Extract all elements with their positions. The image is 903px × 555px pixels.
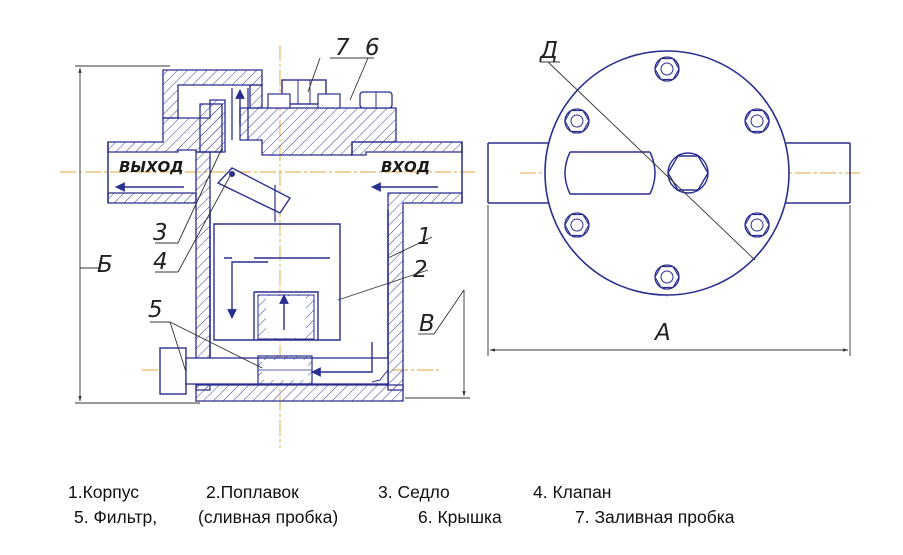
seat-channel <box>199 88 249 153</box>
bolt-nut <box>744 108 770 134</box>
detail-d-leader <box>540 61 756 261</box>
bolt-core <box>750 218 764 232</box>
dimension-b <box>75 65 200 404</box>
dimension-b-label: Б <box>97 252 113 278</box>
dimension-v-label: В <box>419 311 435 337</box>
outlet-label: ВЫХОД <box>119 158 184 176</box>
legend-item-seat: 3. Седло <box>378 482 450 502</box>
dimension-a-label: А <box>653 320 671 346</box>
bolt-core <box>570 114 584 128</box>
part-number-3: 3 <box>153 220 168 246</box>
part-number-5: 5 <box>148 297 163 323</box>
cover-flange <box>544 50 790 296</box>
top-view: Д А <box>487 38 860 356</box>
part-number-1: 1 <box>417 224 432 250</box>
bolt-hex <box>654 266 680 288</box>
detail-d-label: Д <box>539 38 558 64</box>
legend-row-2: 5. Фильтр, (сливная пробка) 6. Крышка 7.… <box>0 507 903 531</box>
legend-row-1: 1.Корпус 2.Поплавок 3. Седло 4. Клапан <box>0 482 903 506</box>
filter-drain-plug <box>159 347 389 395</box>
inlet-label: ВХОД <box>381 158 430 176</box>
legend-item-drain-plug: (сливная пробка) <box>198 507 339 527</box>
flange-bolts <box>564 56 770 290</box>
bolt-core <box>570 218 584 232</box>
legend-item-valve: 4. Клапан <box>533 482 612 502</box>
bolt-hex <box>744 110 770 132</box>
bolt-nut <box>654 56 680 82</box>
bolt-core <box>660 62 674 76</box>
bolt-hex <box>564 110 590 132</box>
dimension-v <box>405 289 470 399</box>
bolt-hex <box>564 214 590 236</box>
bolt-nut <box>564 212 590 238</box>
bolt-core <box>660 270 674 284</box>
legend-item-filter: 5. Фильтр, <box>74 507 158 527</box>
part-number-6: 6 <box>365 35 380 61</box>
part-number-7: 7 <box>335 35 350 61</box>
dimension-a <box>487 205 851 356</box>
section-view: ВЫХОД ВХОД 7 6 3 4 5 1 2 <box>60 35 475 448</box>
cover-bolt <box>359 91 393 109</box>
legend-item-body: 1.Корпус <box>68 482 140 502</box>
bolt-hex <box>654 58 680 80</box>
bolt-core <box>750 114 764 128</box>
valve-lever <box>216 167 292 222</box>
steam-trap-drawing: ВЫХОД ВХОД 7 6 3 4 5 1 2 <box>60 35 860 448</box>
legend-item-fill-plug: 7. Заливная пробка <box>575 507 735 527</box>
part-number-2: 2 <box>413 257 428 283</box>
bolt-nut <box>564 108 590 134</box>
float <box>213 223 341 341</box>
bolt-nut <box>654 264 680 290</box>
legend-item-cover: 6. Крышка <box>418 507 502 527</box>
legend-item-float: 2.Поплавок <box>206 482 299 502</box>
flow-arrows <box>115 89 438 383</box>
bolt-hex <box>744 214 770 236</box>
cover-slot <box>564 151 656 195</box>
fill-plug <box>267 79 341 109</box>
leader-lines <box>150 57 433 373</box>
center-nut <box>667 152 709 194</box>
part-number-4: 4 <box>153 249 168 275</box>
bolt-nut <box>744 212 770 238</box>
